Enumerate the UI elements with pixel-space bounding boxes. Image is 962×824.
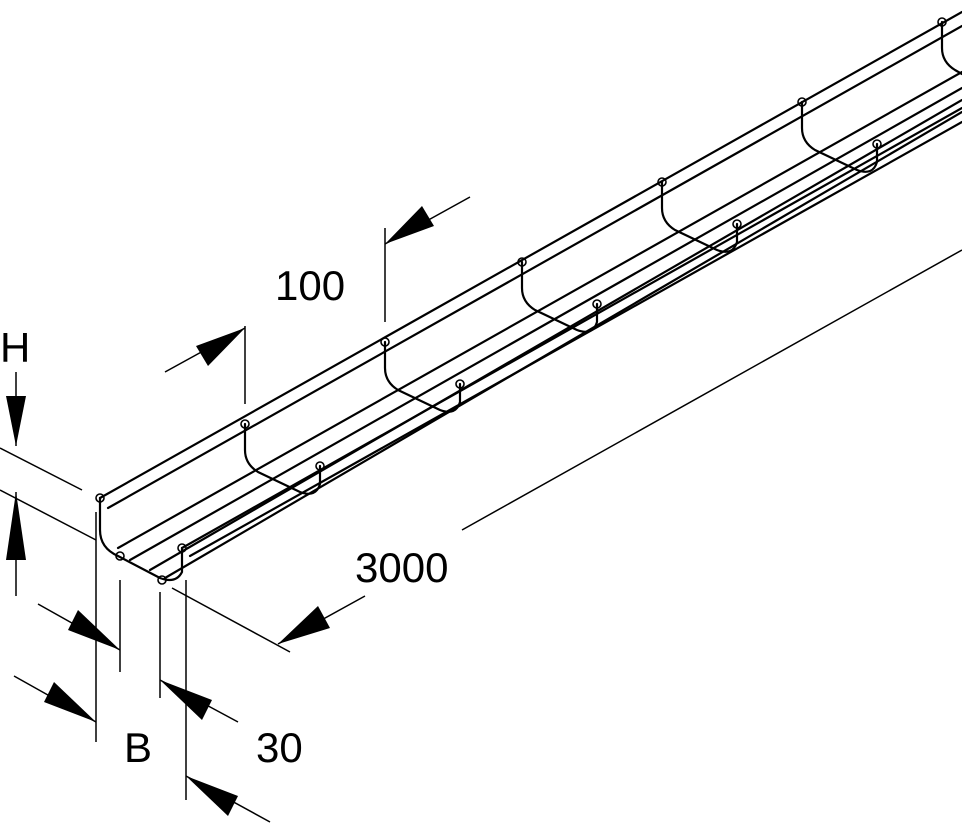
width-arrow-upper — [68, 610, 120, 650]
top-rail-back — [98, 10, 962, 500]
spacing-arrow-upper — [160, 680, 212, 720]
bottom-wire-1 — [116, 70, 962, 550]
cross-wire-1 — [240, 419, 325, 495]
height-arrow-top — [6, 396, 26, 446]
spacing-arrow-lower — [186, 776, 238, 816]
length-label: 3000 — [355, 544, 448, 591]
end-knob-2 — [177, 543, 187, 553]
pitch-label: 100 — [275, 262, 345, 309]
wire-spacing-dimension — [159, 580, 271, 823]
width-arrow-lower — [44, 682, 96, 722]
cross-wire-4 — [657, 177, 742, 253]
wire-spacing-label: 30 — [256, 724, 303, 771]
bottom-wire-3 — [148, 98, 962, 572]
cross-wire-5 — [797, 97, 882, 173]
top-rail-back-inner — [106, 24, 962, 510]
bottom-wire-4 — [163, 110, 962, 580]
end-cross-wire — [98, 496, 184, 582]
pitch-arrow-left — [196, 328, 245, 366]
cross-wire-2 — [380, 337, 465, 413]
width-label: B — [124, 724, 152, 771]
end-knob-1 — [95, 493, 105, 503]
end-knob-3 — [115, 551, 125, 561]
cross-wire-3 — [517, 257, 602, 333]
height-dimension — [0, 372, 97, 596]
end-knob-4 — [157, 575, 167, 585]
length-arrow — [278, 606, 330, 644]
length-dimension — [171, 249, 962, 653]
pitch-arrow-right — [385, 206, 434, 244]
bottom-wire-2 — [128, 86, 962, 562]
height-arrow-bottom — [6, 492, 26, 560]
width-dimension — [13, 512, 121, 742]
cross-wire-6 — [937, 17, 962, 76]
height-label: H — [0, 324, 30, 371]
pitch-dimension — [164, 196, 471, 404]
top-rail-front-inner — [188, 120, 962, 558]
wire-mesh-tray — [95, 10, 962, 585]
